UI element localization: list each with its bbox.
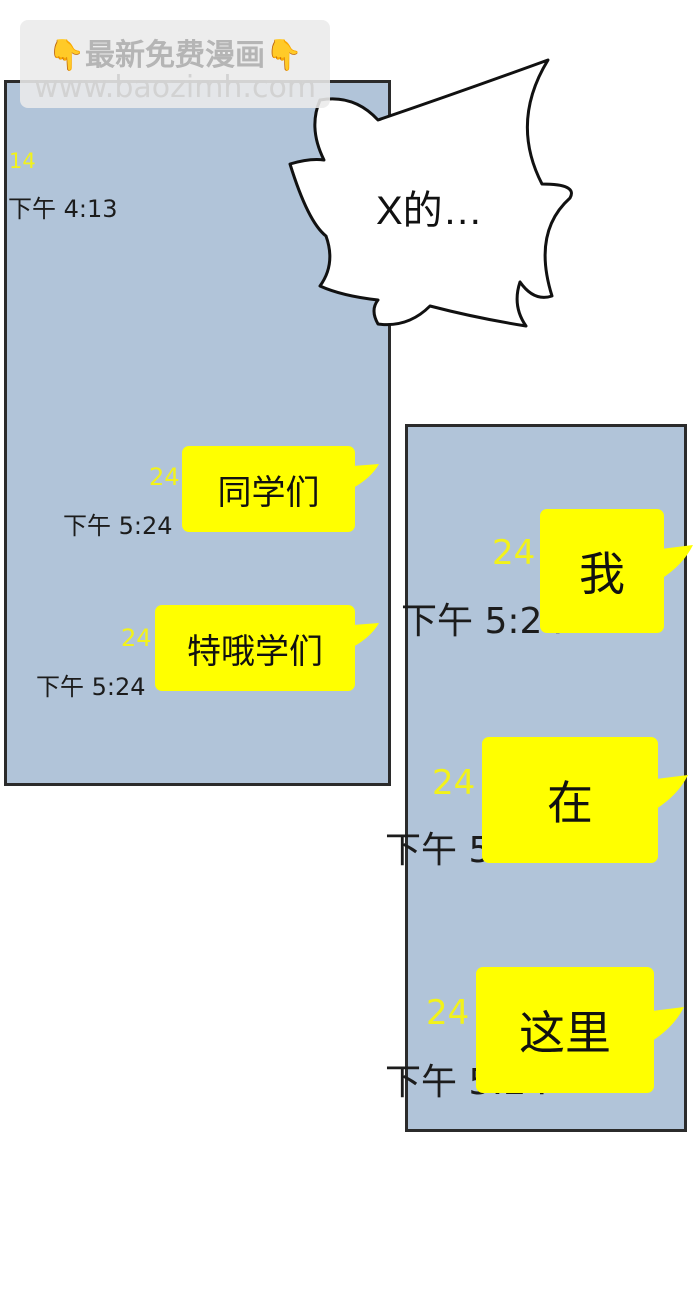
message-text: 同学们 (217, 472, 320, 513)
watermark-url: www.baozimh.com (33, 70, 317, 105)
bubble-tail (353, 623, 379, 647)
message-bubble[interactable]: 这里 (476, 967, 654, 1093)
unread-count: 24 (432, 763, 476, 803)
message-bubble[interactable]: 同学们 (182, 446, 355, 532)
chat-panel-right: 24 下午 5:24 我 24 下午 5:24 在 24 下午 5:24 这里 (385, 424, 693, 1132)
unread-count: 14 (9, 149, 36, 173)
bubble-tail (656, 775, 688, 809)
pointing-down-hand-icon: 👇 (265, 38, 303, 73)
speech-bubble (288, 58, 573, 328)
bubble-tail (661, 545, 693, 579)
message-text: 我 (579, 547, 625, 601)
message-time: 下午 4:13 (8, 195, 118, 223)
message-text: 特哦学们 (187, 631, 323, 672)
message-bubble[interactable]: 特哦学们 (155, 605, 355, 691)
message-time: 下午 5:24 (36, 673, 146, 701)
unread-count: 24 (492, 533, 536, 573)
message-time: 下午 5:24 (401, 601, 566, 642)
watermark-title-text: 最新免费漫画 (85, 38, 265, 73)
message-text: 这里 (519, 1006, 611, 1060)
message-bubble[interactable]: 我 (540, 509, 664, 633)
unread-count: 24 (426, 993, 470, 1033)
watermark-title: 👇最新免费漫画👇 (20, 30, 330, 74)
watermark: 👇最新免费漫画👇 www.baozimh.com (20, 20, 330, 108)
speech-bubble-text: X的… (376, 189, 483, 233)
message-text: 在 (547, 776, 593, 830)
pointing-down-hand-icon: 👇 (47, 38, 85, 73)
bubble-tail (353, 464, 379, 488)
message-bubble[interactable]: 在 (482, 737, 658, 863)
bubble-tail (652, 1007, 684, 1041)
unread-count: 24 (149, 463, 180, 491)
unread-count: 24 (121, 624, 152, 652)
message-time: 下午 5:24 (63, 512, 173, 540)
